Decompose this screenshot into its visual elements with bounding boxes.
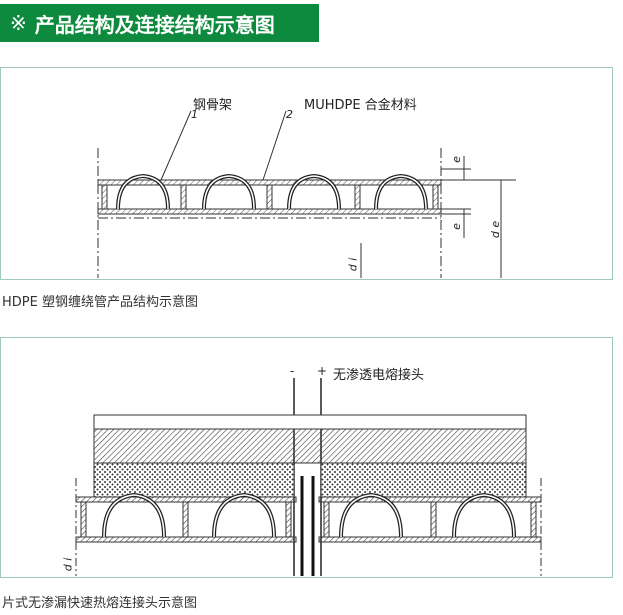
outer-diameter-label: d e <box>489 220 503 239</box>
structure-diagram-caption: HDPE 塑钢缠绕管产品结构示意图 <box>2 295 198 310</box>
joint-diagram-drawing <box>75 378 542 576</box>
joint-diagram-panel: - + 无渗透电熔接头 d i <box>0 337 613 578</box>
structure-diagram-panel: 钢骨架 MUHDPE 合金材料 1 2 e e d e d i <box>0 67 613 280</box>
section-title: 产品结构及连接结构示意图 <box>34 12 275 37</box>
part-number-1: 1 <box>191 108 198 121</box>
plus-terminal-label: + <box>317 364 328 378</box>
inner-diameter-label-2: d i <box>61 557 75 572</box>
minus-terminal-label: - <box>290 364 295 378</box>
material-label: MUHDPE 合金材料 <box>304 98 417 113</box>
inner-diameter-label: d i <box>346 257 360 272</box>
structure-diagram-drawing <box>97 110 516 278</box>
part-number-2: 2 <box>286 108 293 121</box>
wall-thickness-label-outer: e <box>449 156 463 163</box>
electrofusion-joint-label: 无渗透电熔接头 <box>333 368 425 383</box>
reference-mark-icon: ※ <box>10 11 27 35</box>
wall-thickness-label-inner: e <box>449 223 463 230</box>
section-header: ※ 产品结构及连接结构示意图 <box>0 4 319 42</box>
steel-frame-label: 钢骨架 <box>193 98 233 113</box>
joint-diagram-caption: 片式无渗漏快速热熔连接头示意图 <box>2 596 198 611</box>
